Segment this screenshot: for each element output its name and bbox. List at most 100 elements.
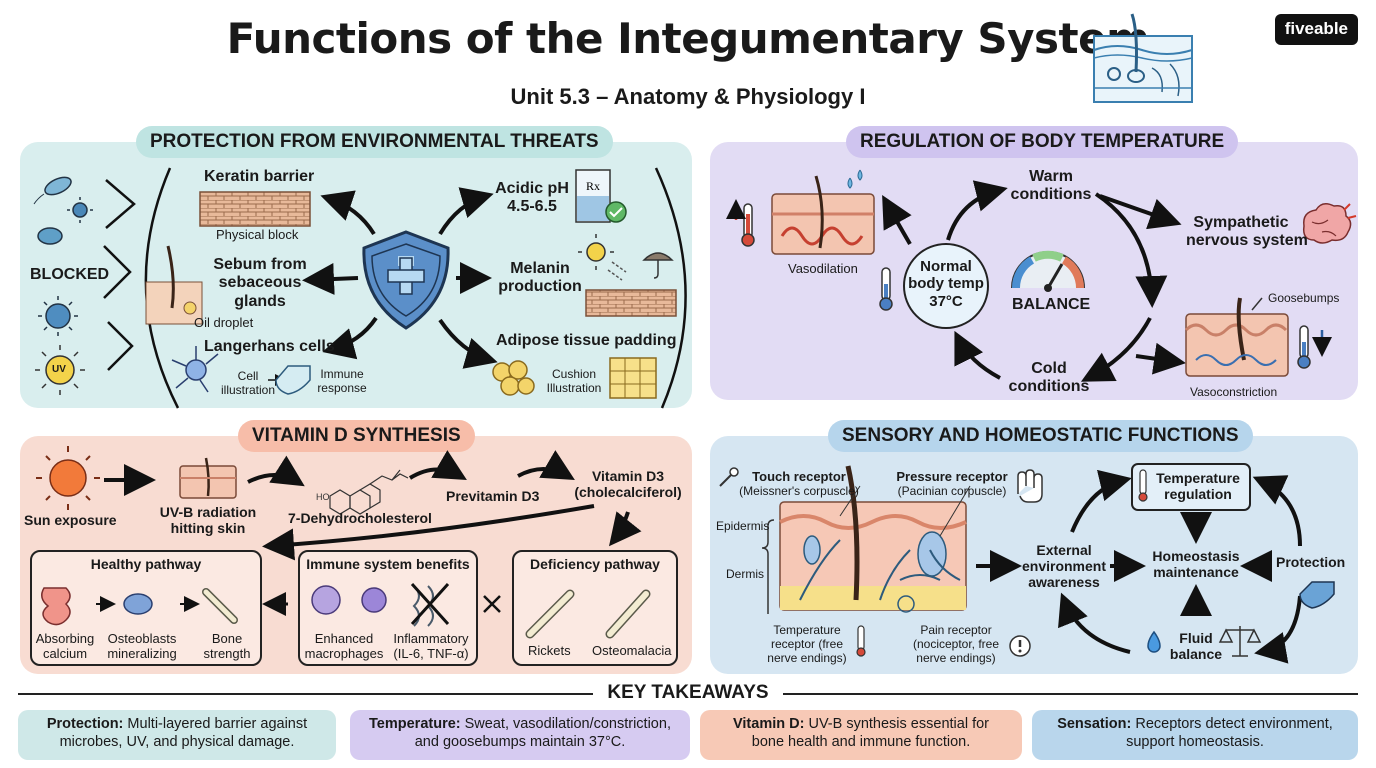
sun-icon bbox=[578, 234, 614, 270]
sympathetic-label: Sympathetic bbox=[1193, 214, 1289, 231]
meissner-corpuscle-icon bbox=[803, 535, 821, 565]
takeaway-card: Sensation: Receptors detect environment,… bbox=[1032, 710, 1358, 760]
adipose-cell-icon bbox=[492, 360, 535, 396]
langerhans-caption1: Cell bbox=[237, 369, 259, 383]
takeaway-label: Sensation: bbox=[1057, 716, 1132, 732]
melanin-title-line: production bbox=[498, 278, 582, 296]
macrophage-icon bbox=[311, 585, 341, 615]
inhibit-icon bbox=[483, 595, 501, 613]
langerhans-cell-icon bbox=[171, 346, 219, 393]
uv-badge: UV bbox=[52, 364, 66, 375]
virus-icon bbox=[67, 197, 93, 223]
virus-icon bbox=[38, 296, 78, 336]
warm-label-line: conditions bbox=[1010, 186, 1092, 204]
normal-temp-line: 37°C bbox=[929, 292, 963, 310]
external-awareness-line: awareness bbox=[1028, 574, 1100, 591]
vasodilation-label: Vasodilation bbox=[788, 261, 858, 276]
takeaway-text-line: support homeostasis. bbox=[1126, 734, 1264, 751]
takeaway-text-line: microbes, UV, and physical damage. bbox=[59, 734, 295, 751]
keratin-caption: Physical block bbox=[216, 227, 299, 242]
adipose-tissue-icon bbox=[609, 357, 657, 399]
sebum-title-line: sebaceous bbox=[218, 274, 302, 292]
takeaway-text-line: bone health and immune function. bbox=[751, 734, 971, 751]
bacteria-icon bbox=[37, 227, 63, 245]
adipose-title: Adipose tissue padding bbox=[496, 332, 677, 349]
takeaway-label: Vitamin D: bbox=[732, 716, 805, 732]
pain-receptor-line: nerve endings) bbox=[916, 650, 996, 665]
brand-logo: fiveable bbox=[1274, 14, 1358, 45]
warning-icon bbox=[1009, 635, 1031, 657]
skin-cross-section-icon bbox=[1093, 13, 1193, 103]
healthy-item-label: Osteoblasts bbox=[107, 631, 177, 646]
acidic-title-line: 4.5-6.5 bbox=[507, 198, 557, 216]
takeaway-text: Sweat, vasodilation/constriction, bbox=[464, 716, 671, 732]
oil-droplet-caption: Oil droplet bbox=[194, 315, 254, 330]
uvb-label-line: hitting skin bbox=[170, 520, 246, 537]
homeostasis-label-line: maintenance bbox=[1153, 564, 1239, 581]
hand-icon bbox=[1017, 469, 1043, 503]
protection-label: Protection bbox=[1276, 554, 1346, 570]
temperature-regulation-line: regulation bbox=[1164, 486, 1232, 503]
langerhans-caption2: Immune bbox=[320, 367, 364, 381]
sympathetic-label-line: nervous system bbox=[1186, 232, 1308, 250]
vasoconstriction-label: Vasoconstriction bbox=[1190, 385, 1278, 399]
healthy-item-line: calcium bbox=[42, 645, 88, 661]
external-awareness-label: External bbox=[1036, 542, 1092, 558]
takeaway-text: Multi-layered barrier against bbox=[127, 716, 308, 732]
vitamin-d3-label: Vitamin D3 bbox=[591, 468, 665, 484]
takeaways-heading: KEY TAKEAWAYS bbox=[0, 682, 1376, 704]
normal-temp-circle bbox=[903, 243, 989, 329]
deficiency-item-label: Osteomalacia bbox=[592, 643, 672, 658]
thermometer-icon bbox=[1297, 325, 1311, 369]
healthy-item-line: mineralizing bbox=[107, 645, 177, 661]
shield-icon bbox=[275, 365, 311, 395]
langerhans-caption2-line: response bbox=[317, 380, 367, 395]
bacteria-icon bbox=[33, 176, 72, 205]
thermometer-icon bbox=[1138, 469, 1148, 502]
touch-receptor-line: (Meissner's corpuscle) bbox=[739, 483, 859, 498]
umbrella-icon bbox=[642, 252, 674, 279]
svg-text:HO: HO bbox=[316, 492, 330, 502]
external-awareness-line: environment bbox=[1021, 558, 1106, 575]
protection-heading: PROTECTION FROM ENVIRONMENTAL THREATS bbox=[136, 126, 613, 158]
page-subtitle: Unit 5.3 – Anatomy & Physiology I bbox=[510, 84, 866, 109]
thermometer-icon bbox=[741, 203, 755, 247]
normal-temp-line: body temp bbox=[908, 275, 984, 293]
beaker-icon: Rx bbox=[575, 169, 627, 223]
immune-item-label: Enhanced bbox=[314, 631, 374, 646]
adipose-caption-line: Illustration bbox=[546, 380, 602, 395]
cold-label-line: conditions bbox=[1008, 378, 1090, 396]
takeaway-text: UV-B synthesis essential for bbox=[808, 716, 989, 732]
thermometer-icon bbox=[879, 267, 893, 311]
temperature-regulation-label: Temperature bbox=[1156, 470, 1240, 486]
takeaway-label: Protection: bbox=[46, 716, 124, 732]
temperature-heading: REGULATION OF BODY TEMPERATURE bbox=[846, 126, 1239, 158]
vitamin-d-heading: VITAMIN D SYNTHESIS bbox=[238, 420, 475, 452]
acidic-title: Acidic pH bbox=[495, 180, 569, 197]
immune-item-line: macrophages bbox=[304, 645, 384, 661]
takeaway-card: Vitamin D: UV-B synthesis essential for … bbox=[700, 710, 1022, 760]
pressure-receptor-line: (Pacinian corpuscle) bbox=[897, 483, 1007, 498]
brain-icon bbox=[1302, 203, 1352, 244]
dermis-label: Dermis bbox=[726, 567, 764, 581]
gauge-icon bbox=[1011, 250, 1085, 292]
fluid-balance-line: balance bbox=[1169, 646, 1223, 663]
takeaway-text: Receptors detect environment, bbox=[1135, 716, 1333, 732]
takeaway-label: Temperature: bbox=[369, 716, 461, 732]
vitamin-d3-label-line: (cholecalciferol) bbox=[574, 484, 682, 501]
healthy-pathway-title: Healthy pathway bbox=[90, 556, 202, 572]
melanin-skin-icon bbox=[585, 289, 677, 317]
immune-benefits-title: Immune system benefits bbox=[306, 556, 470, 572]
temperature-receptor-line: receptor (free bbox=[770, 636, 844, 651]
immune-item-line: (IL-6, TNF-α) bbox=[393, 645, 469, 661]
sun-exposure-label: Sun exposure bbox=[24, 512, 117, 528]
uvb-label: UV-B radiation bbox=[159, 504, 257, 520]
blocked-label: BLOCKED bbox=[30, 266, 110, 283]
temperature-receptor-line: nerve endings) bbox=[767, 650, 847, 665]
pain-receptor-label: Pain receptor bbox=[920, 623, 992, 637]
adipose-caption: Cushion bbox=[551, 367, 597, 381]
healthy-item-label: Absorbing bbox=[35, 631, 95, 646]
immune-item-label: Inflammatory bbox=[393, 631, 469, 646]
shield-icon bbox=[362, 230, 450, 330]
